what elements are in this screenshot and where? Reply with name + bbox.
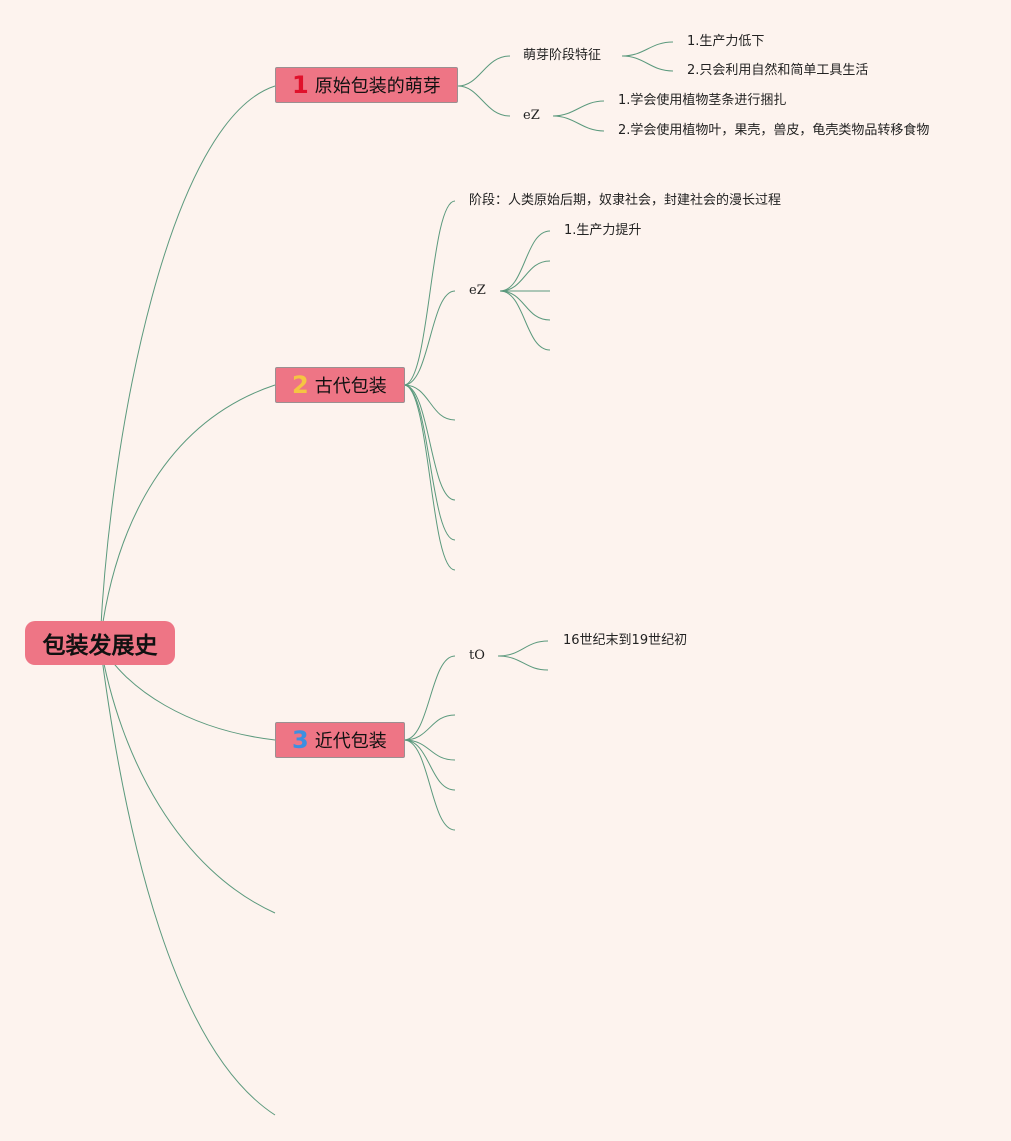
connector-b2-ez-leaf2 [499,260,551,292]
topic-b1-sub1-leaf1[interactable]: 1.生产力低下 [687,34,765,49]
connector-b3-empty2 [403,739,456,761]
topic-b1-sub1-leaf2[interactable]: 2.只会利用自然和简单工具生活 [687,63,869,78]
connector-b3-to-leaf1 [497,640,549,657]
root-label: 包装发展史 [42,633,158,659]
root-node[interactable]: 包装发展史 [25,621,175,665]
topic-b1-sub2-leaf2[interactable]: 2.学会使用植物叶，果壳，兽皮，龟壳类物品转移食物 [618,123,930,138]
topic-b3-to[interactable]: tO [469,648,485,663]
topic-b1-sub2-leaf1[interactable]: 1.学会使用植物茎条进行捆扎 [618,93,787,108]
connector-b2-ez-leaf4 [499,290,551,321]
connector-b3-empty1 [403,714,456,741]
topic-b1-sub2[interactable]: eZ [523,108,540,123]
branch-number-1: 1 [292,71,309,99]
branch-label-3: 近代包装 [314,731,387,752]
topic-b1-sub1[interactable]: 萌芽阶段特征 [523,48,602,63]
topic-b2-ez-leaf1[interactable]: 1.生产力提升 [564,223,642,238]
connector-b2-stage [403,200,456,386]
connector-b1-sub2 [457,85,511,117]
connector-b2-empty2 [403,384,456,501]
connector-b1-sub1-leaf1 [621,41,674,57]
connector-b3-empty4 [403,739,456,831]
connector-b2-empty4 [403,384,456,571]
connector-b2-ez-leaf1 [499,230,551,292]
branch-number-3: 3 [292,726,309,754]
topic-b2-stage[interactable]: 阶段：人类原始后期，奴隶社会，封建社会的漫长过程 [469,193,782,208]
branch-label-1: 原始包装的萌芽 [314,76,441,97]
connector-b1-sub1-leaf2 [621,55,674,72]
connector-b3-to [403,655,456,741]
connector-root-branch1 [99,85,276,644]
connector-b1-sub1 [457,55,511,87]
topic-b2-ez[interactable]: eZ [469,283,486,298]
topic-b3-to-leaf1[interactable]: 16世纪末到19世纪初 [563,633,688,648]
connector-b2-ez-leaf5 [499,290,551,351]
connector-b1-sub2-leaf1 [552,100,605,117]
branch-node-1[interactable]: 1 原始包装的萌芽 [275,67,458,103]
connector-b3-empty3 [403,739,456,791]
connector-b2-empty3 [403,384,456,541]
connector-root-branch2 [99,384,276,644]
branch-number-2: 2 [292,371,309,399]
branch-node-2[interactable]: 2 古代包装 [275,367,405,403]
branch-node-3[interactable]: 3 近代包装 [275,722,405,758]
branch-label-2: 古代包装 [314,376,387,397]
connector-b2-ez [403,290,456,386]
connector-b2-empty1 [403,384,456,421]
connector-root-empty5 [99,642,276,1116]
connector-b1-sub2-leaf2 [552,115,605,132]
connector-b3-to-leaf2 [497,655,549,671]
connector-root-empty4 [99,642,276,914]
